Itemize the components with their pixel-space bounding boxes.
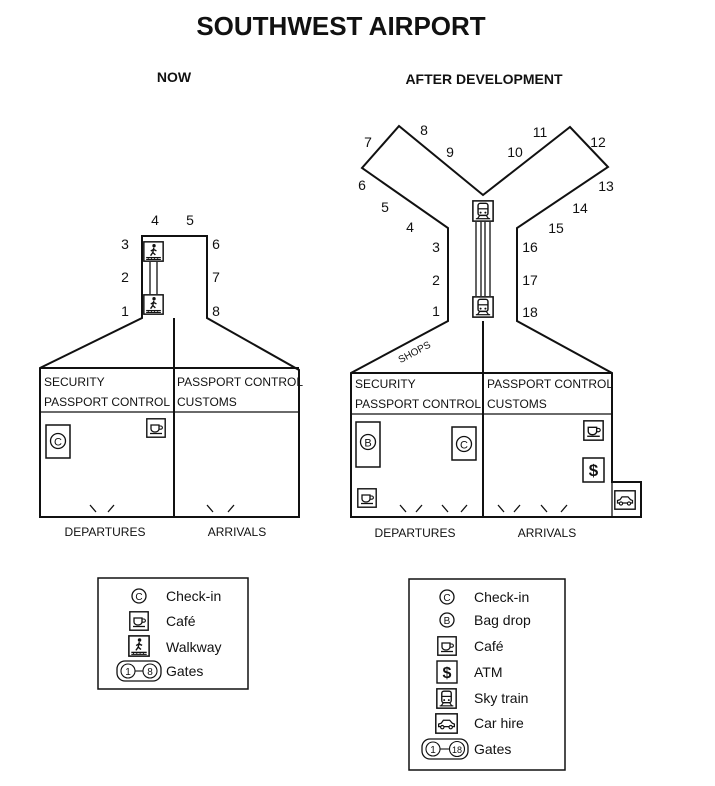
now-door-marks bbox=[89, 504, 235, 513]
svg-text:1: 1 bbox=[430, 745, 436, 756]
now-map: 1 2 3 4 5 6 7 8 SECURITY PASSPORT CONTRO… bbox=[39, 212, 303, 539]
now-terminal-outline bbox=[39, 235, 300, 518]
now-gate-label: 8 bbox=[212, 303, 220, 319]
after-arrivals-label: ARRIVALS bbox=[518, 526, 576, 540]
svg-text:C: C bbox=[54, 437, 62, 449]
walkway-icon bbox=[128, 635, 150, 657]
now-legend-label: Walkway bbox=[166, 639, 222, 655]
cafe-icon bbox=[129, 611, 149, 631]
after-gate-label: 6 bbox=[358, 177, 366, 193]
now-zone-security: SECURITY bbox=[44, 375, 105, 389]
now-legend-label: Gates bbox=[166, 663, 203, 679]
car-hire-icon bbox=[614, 490, 636, 510]
svg-text:18: 18 bbox=[452, 745, 462, 755]
now-legend-label: Check-in bbox=[166, 588, 221, 604]
after-legend-label: Sky train bbox=[474, 690, 528, 706]
svg-text:C: C bbox=[460, 440, 468, 452]
after-gate-label: 2 bbox=[432, 272, 440, 288]
after-gate-label: 3 bbox=[432, 239, 440, 255]
shops-label: SHOPS bbox=[397, 340, 433, 366]
after-gate-label: 11 bbox=[533, 124, 548, 140]
after-gate-label: 8 bbox=[420, 122, 428, 138]
svg-text:8: 8 bbox=[147, 667, 153, 678]
svg-text:B: B bbox=[364, 438, 371, 450]
after-gate-label: 15 bbox=[548, 220, 564, 236]
after-gate-label: 7 bbox=[364, 134, 372, 150]
now-gate-label: 5 bbox=[186, 212, 194, 228]
after-terminal-outline bbox=[350, 124, 642, 518]
sky-train-icon bbox=[436, 688, 457, 709]
after-legend-label: Gates bbox=[474, 741, 511, 757]
check-in-icon: C bbox=[131, 588, 147, 604]
after-gate-label: 4 bbox=[406, 219, 414, 235]
bag-drop-icon: B bbox=[355, 421, 381, 468]
after-door-marks bbox=[399, 504, 568, 513]
now-arrivals-label: ARRIVALS bbox=[208, 525, 266, 539]
after-gate-label: 10 bbox=[507, 144, 523, 160]
after-gate-label: 18 bbox=[522, 304, 538, 320]
now-zone-passport-control-arrivals: PASSPORT CONTROL bbox=[177, 375, 303, 389]
sky-train-icon bbox=[472, 200, 494, 222]
after-heading: AFTER DEVELOPMENT bbox=[405, 71, 563, 87]
cafe-icon bbox=[146, 418, 166, 438]
after-gate-label: 9 bbox=[446, 144, 454, 160]
after-gate-label: 16 bbox=[522, 239, 538, 255]
walkway-icon bbox=[143, 294, 164, 315]
now-gate-label: 1 bbox=[121, 303, 129, 319]
after-departures-label: DEPARTURES bbox=[375, 526, 456, 540]
after-legend-label: Check-in bbox=[474, 589, 529, 605]
after-legend-label: Café bbox=[474, 638, 504, 654]
gates-icon: 1 18 bbox=[421, 738, 469, 760]
svg-text:$: $ bbox=[443, 665, 452, 682]
check-in-icon: C bbox=[45, 424, 71, 459]
now-zone-passport-control: PASSPORT CONTROL bbox=[44, 395, 170, 409]
cafe-icon bbox=[357, 488, 377, 508]
after-gate-label: 13 bbox=[598, 178, 614, 194]
svg-text:1: 1 bbox=[125, 667, 131, 678]
after-legend-label: ATM bbox=[474, 664, 503, 680]
now-departures-label: DEPARTURES bbox=[65, 525, 146, 539]
after-legend: C Check-in B Bag drop Café $ ATM Sky tra… bbox=[408, 578, 566, 771]
svg-text:B: B bbox=[444, 616, 451, 627]
now-gate-label: 2 bbox=[121, 269, 129, 285]
atm-icon: $ bbox=[436, 660, 458, 684]
sky-train-icon bbox=[472, 296, 494, 318]
now-gate-label: 3 bbox=[121, 236, 129, 252]
now-heading: NOW bbox=[157, 69, 192, 85]
atm-icon: $ bbox=[582, 457, 605, 483]
now-legend: C Check-in Café Walkway 1 8 Gates bbox=[97, 577, 249, 690]
after-gate-label: 12 bbox=[590, 134, 606, 150]
svg-text:C: C bbox=[443, 593, 450, 604]
after-zone-security: SECURITY bbox=[355, 377, 416, 391]
walkway-icon bbox=[143, 241, 164, 262]
page-title: SOUTHWEST AIRPORT bbox=[196, 11, 485, 41]
car-hire-icon bbox=[434, 713, 459, 734]
now-zone-customs: CUSTOMS bbox=[177, 395, 237, 409]
bag-drop-icon: B bbox=[439, 612, 455, 628]
check-in-icon: C bbox=[439, 589, 455, 605]
cafe-icon bbox=[437, 636, 457, 656]
check-in-icon: C bbox=[451, 426, 477, 461]
svg-text:$: $ bbox=[589, 461, 599, 480]
after-zone-passport-control: PASSPORT CONTROL bbox=[355, 397, 481, 411]
after-legend-box bbox=[408, 578, 566, 771]
after-zone-customs: CUSTOMS bbox=[487, 397, 547, 411]
after-legend-label: Car hire bbox=[474, 715, 524, 731]
after-gate-label: 1 bbox=[432, 303, 440, 319]
after-zone-passport-control-arrivals: PASSPORT CONTROL bbox=[487, 377, 613, 391]
after-map: 1 2 3 4 5 6 7 8 9 10 11 12 13 14 15 16 1… bbox=[350, 122, 642, 540]
svg-text:C: C bbox=[135, 592, 142, 603]
now-gate-label: 4 bbox=[151, 212, 159, 228]
after-gate-label: 17 bbox=[522, 272, 538, 288]
after-gate-label: 14 bbox=[572, 200, 588, 216]
after-gate-label: 5 bbox=[381, 199, 389, 215]
now-gate-label: 6 bbox=[212, 236, 220, 252]
after-legend-label: Bag drop bbox=[474, 612, 531, 628]
gates-icon: 1 8 bbox=[116, 660, 162, 682]
now-gate-label: 7 bbox=[212, 269, 220, 285]
cafe-icon bbox=[583, 420, 604, 441]
now-legend-label: Café bbox=[166, 613, 196, 629]
